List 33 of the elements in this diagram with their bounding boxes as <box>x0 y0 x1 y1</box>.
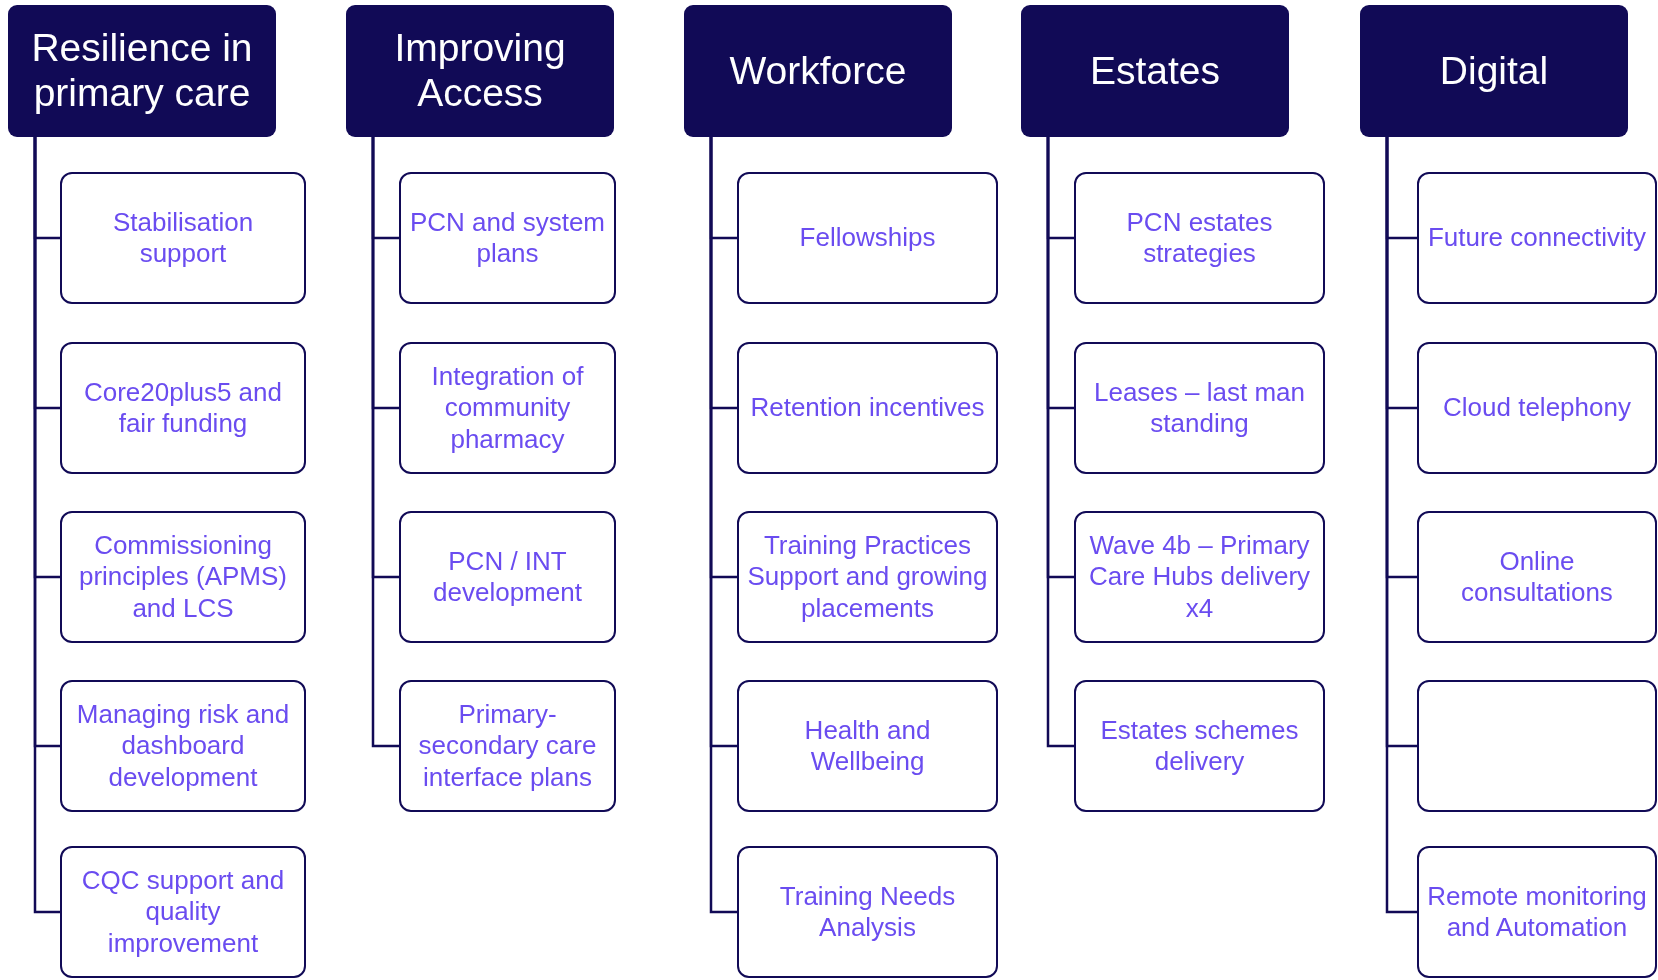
connector-line <box>1046 137 1074 748</box>
item-box: Health and Wellbeing <box>737 680 998 812</box>
item-box: Remote monitoring and Automation <box>1417 846 1657 978</box>
item-box: Leases – last man standing <box>1074 342 1325 474</box>
topic-header: Improving Access <box>346 5 614 137</box>
item-box: PCN / INT development <box>399 511 616 643</box>
item-box: Estates schemes delivery <box>1074 680 1325 812</box>
item-box: Commissioning principles (APMS) and LCS <box>60 511 306 643</box>
item-box: Retention incentives <box>737 342 998 474</box>
connector-line <box>371 137 399 748</box>
item-box: Stabilisation support <box>60 172 306 304</box>
item-box: Managing risk and dashboard development <box>60 680 306 812</box>
item-box: Wave 4b – Primary Care Hubs delivery x4 <box>1074 511 1325 643</box>
item-box: Fellowships <box>737 172 998 304</box>
item-box: Training Practices Support and growing placements <box>737 511 998 643</box>
item-box: Online consultations <box>1417 511 1657 643</box>
item-box: PCN estates strategies <box>1074 172 1325 304</box>
item-box: Primary-secondary care interface plans <box>399 680 616 812</box>
item-box: Cloud telephony <box>1417 342 1657 474</box>
item-box: Core20plus5 and fair funding <box>60 342 306 474</box>
item-box: Future connectivity <box>1417 172 1657 304</box>
topic-header: Estates <box>1021 5 1289 137</box>
connector-line <box>1385 137 1417 914</box>
connector-line <box>33 137 60 914</box>
item-box: PCN and system plans <box>399 172 616 304</box>
connector-line <box>709 137 737 914</box>
topic-header: Resilience in primary care <box>8 5 276 137</box>
item-box: Integration of community pharmacy <box>399 342 616 474</box>
item-box: CQC support and quality improvement <box>60 846 306 978</box>
item-box: Training Needs Analysis <box>737 846 998 978</box>
topic-header: Digital <box>1360 5 1628 137</box>
topic-header: Workforce <box>684 5 952 137</box>
item-box <box>1417 680 1657 812</box>
